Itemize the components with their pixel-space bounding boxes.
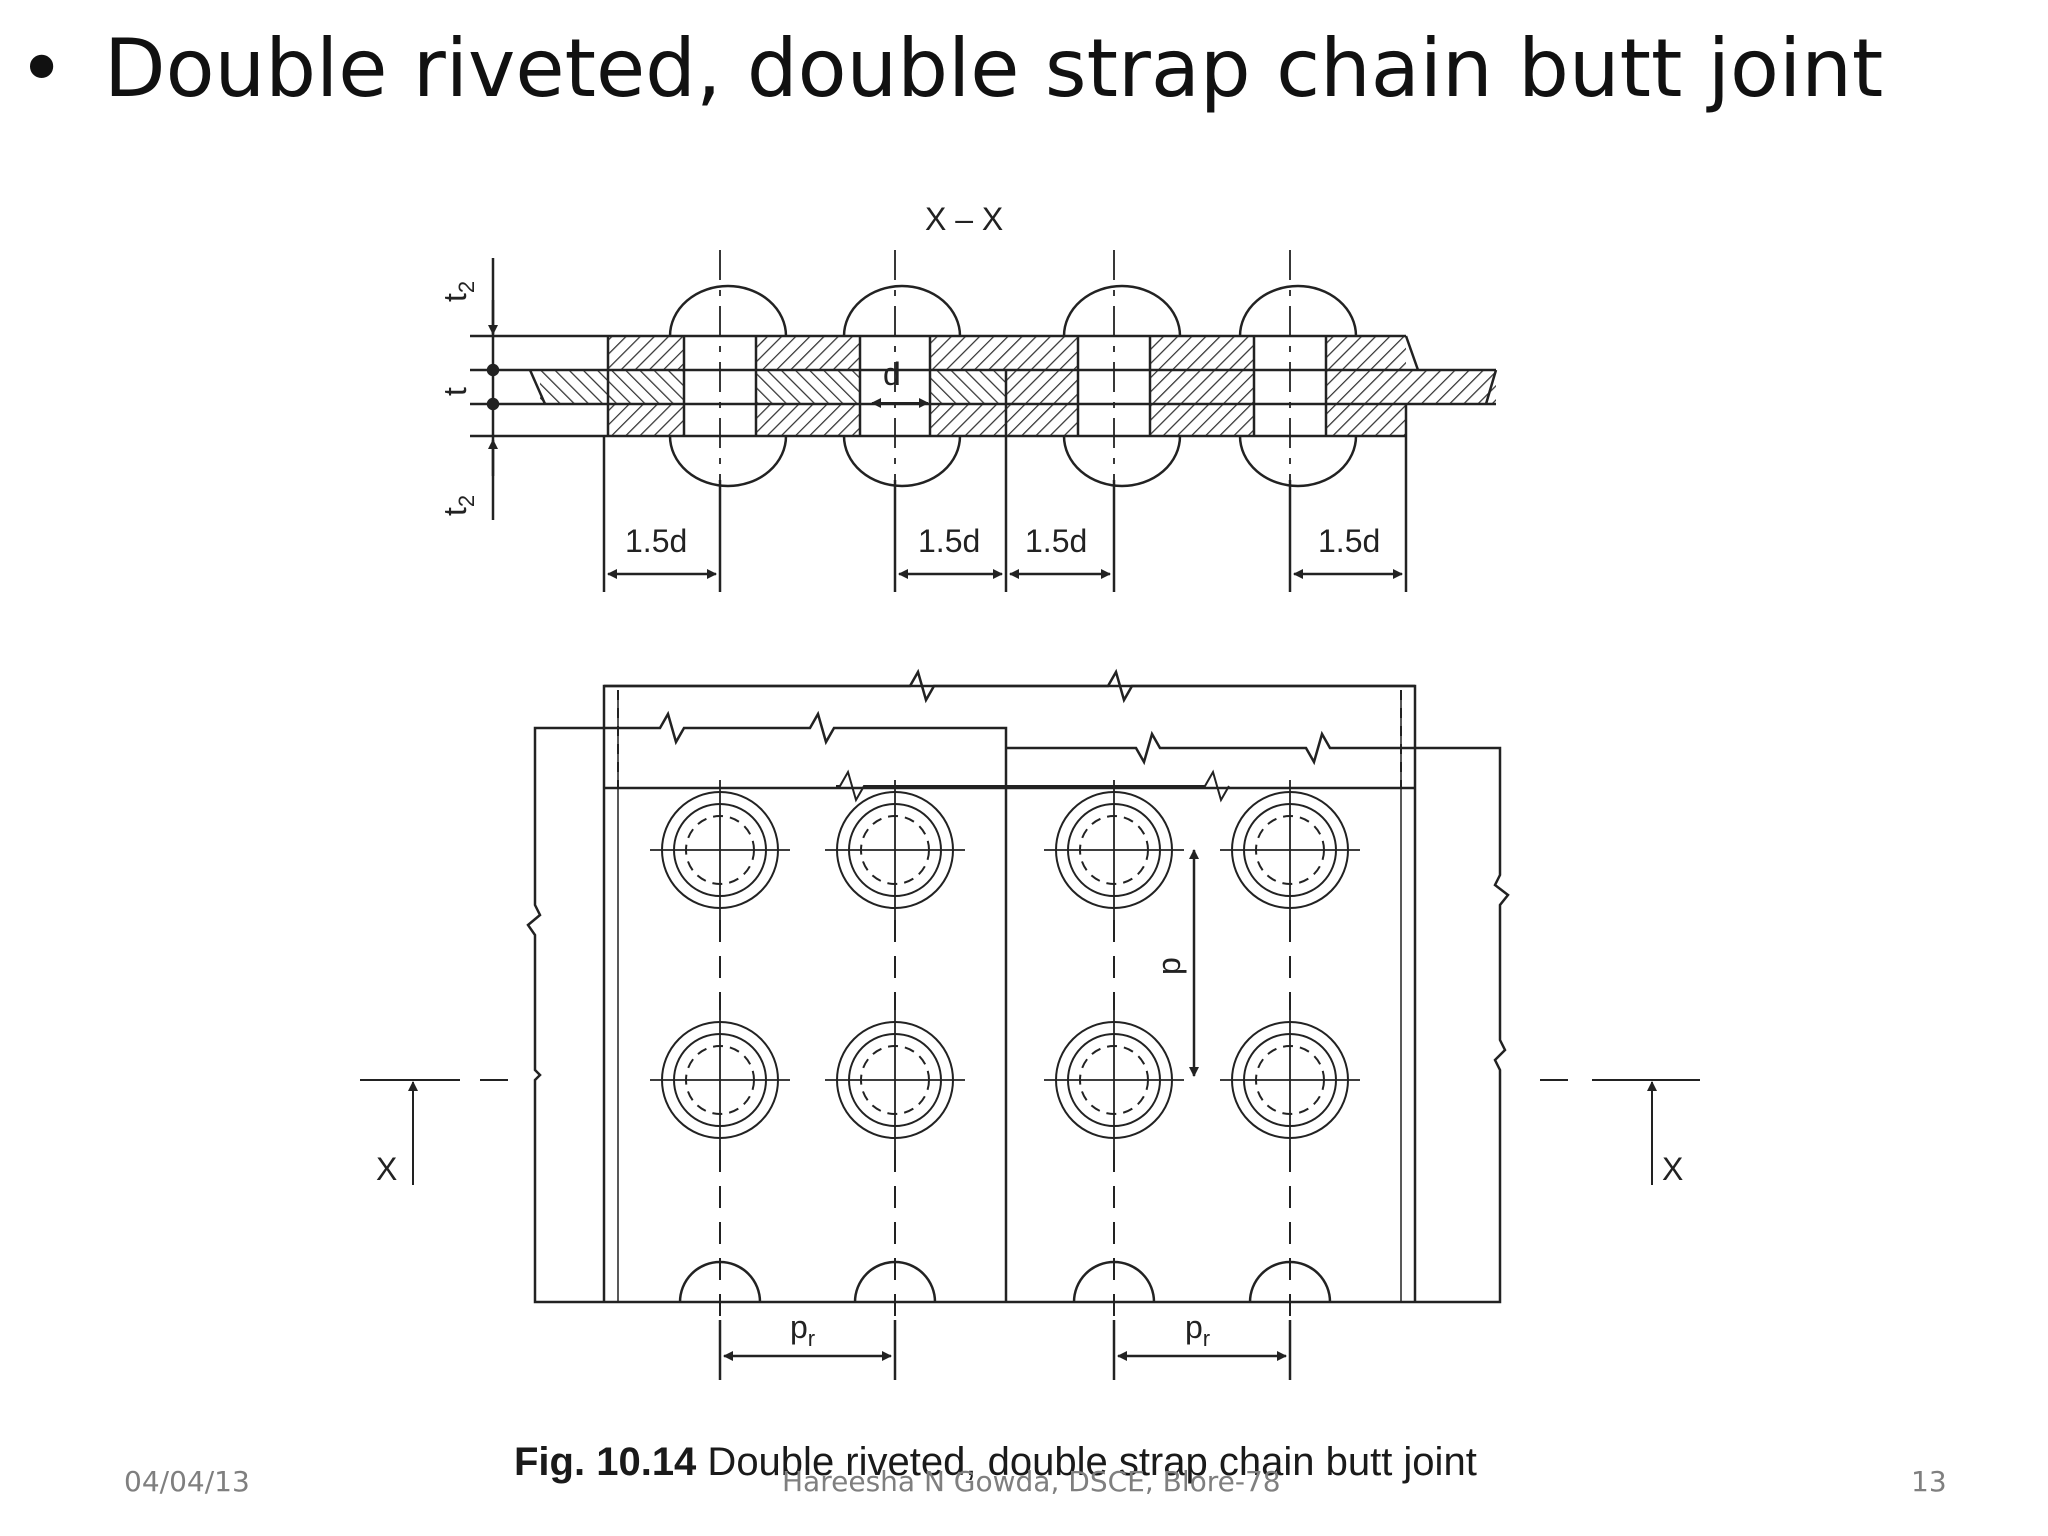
section-line-x: [360, 1079, 1700, 1185]
slide-title: • Double riveted, double strap chain butt…: [18, 22, 1883, 115]
figure-caption: Fig. 10.14 Double riveted, double strap …: [514, 1440, 1477, 1484]
rivet-head-top-1: [668, 284, 788, 337]
main-plates: [540, 370, 1496, 404]
section-centerlines: [719, 250, 1291, 480]
edge-label-3: 1.5d: [1025, 523, 1087, 559]
rivet-head-bottom-1: [668, 435, 788, 488]
bottom-strap: [608, 404, 1406, 436]
p-label: p: [1151, 957, 1187, 975]
footer-page-number: 13: [1911, 1465, 1947, 1498]
top-strap: [608, 336, 1406, 370]
edge-label-4: 1.5d: [1318, 523, 1380, 559]
rivet-crosshairs: [650, 780, 1360, 1150]
edge-label-1: 1.5d: [625, 523, 687, 559]
pr-label-1: pr: [790, 1309, 815, 1351]
pr-label-2: pr: [1185, 1309, 1210, 1351]
t2-top-label: t2: [437, 281, 479, 302]
title-text: Double riveted, double strap chain butt …: [104, 22, 1884, 115]
rivet-head-bottom-4: [1238, 435, 1358, 488]
rivet-head-top-4: [1238, 284, 1358, 337]
section-label: X – X: [925, 201, 1003, 237]
edge-dimensions: [602, 404, 1408, 592]
section-view: X – X: [437, 201, 1498, 592]
rivet-head-top-2: [842, 284, 962, 337]
x-left-label: X: [376, 1151, 397, 1187]
rivet-head-bottom-2: [842, 435, 962, 488]
rivet-shanks: [682, 336, 1328, 436]
plan-view: X X p pr pr: [360, 668, 1700, 1380]
footer-author: Hareesha N Gowda, DSCE, Blore-78: [782, 1465, 1281, 1498]
rivet-head-bottom-3: [1062, 435, 1182, 488]
pr-dimensions: [718, 1320, 1292, 1380]
d-label: d: [883, 356, 901, 392]
half-holes: [678, 1260, 1332, 1303]
t-label: t: [437, 387, 473, 396]
footer-date: 04/04/13: [124, 1465, 250, 1498]
plan-centerlines: [719, 920, 1291, 1320]
x-right-label: X: [1662, 1151, 1683, 1187]
t2-bottom-label: t2: [437, 495, 479, 516]
rivet-head-top-3: [1062, 284, 1182, 337]
title-bullet: •: [18, 22, 66, 115]
edge-label-2: 1.5d: [918, 523, 980, 559]
